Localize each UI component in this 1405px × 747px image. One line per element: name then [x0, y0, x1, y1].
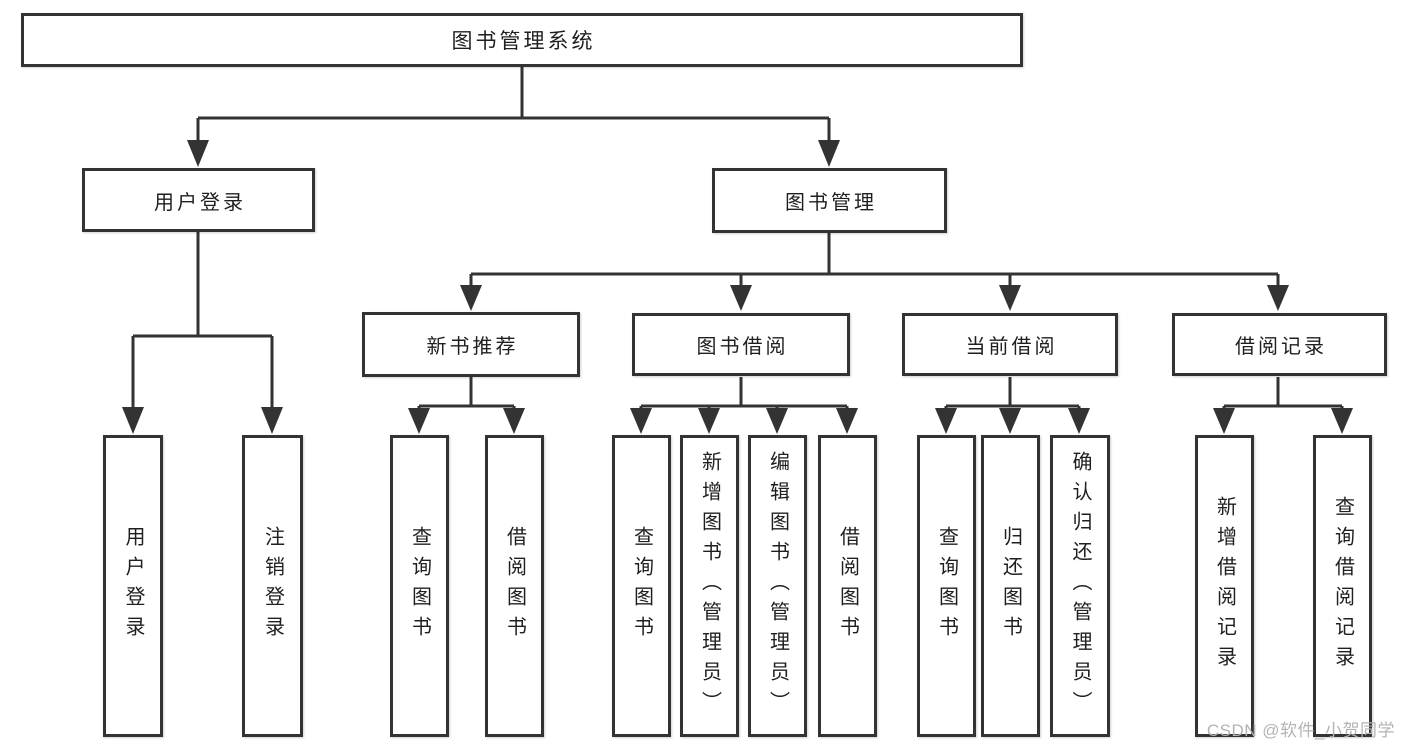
- leaf-label: 编辑图书（管理员）: [766, 451, 789, 721]
- arrowhead: [836, 408, 858, 434]
- leaf-label: 注销登录: [261, 526, 284, 646]
- csdn-watermark: CSDN @软件_小贺同学: [1206, 721, 1395, 740]
- leaf-confirm-return-admin: 确认归还（管理员）: [1050, 435, 1110, 737]
- leaf-label: 查询图书: [630, 526, 653, 646]
- arrowhead: [1331, 408, 1353, 434]
- connector-borrowrecords-to-leaves: [1222, 377, 1344, 412]
- leaf-label: 借阅图书: [836, 526, 859, 646]
- leaf-label: 新增借阅记录: [1213, 496, 1236, 676]
- leaf-query-books-borrow: 查询图书: [612, 435, 671, 737]
- leaf-edit-books-admin: 编辑图书（管理员）: [748, 435, 807, 737]
- leaf-user-login: 用户登录: [103, 435, 163, 737]
- node-current-borrow: 当前借阅: [902, 313, 1118, 376]
- arrowhead: [766, 408, 788, 434]
- leaf-label: 查询图书: [408, 526, 431, 646]
- leaf-logout: 注销登录: [242, 435, 303, 737]
- arrowhead: [698, 408, 720, 434]
- arrowhead: [503, 408, 525, 434]
- leaf-label: 借阅图书: [503, 526, 526, 646]
- connector-root-to-level2: [196, 67, 831, 142]
- connector-bookborrow-to-leaves: [639, 377, 849, 412]
- leaf-label: 确认归还（管理员）: [1069, 451, 1091, 721]
- leaf-label: 用户登录: [122, 526, 144, 646]
- arrowhead: [730, 285, 752, 311]
- arrowhead: [122, 407, 144, 434]
- leaf-return-books: 归还图书: [981, 435, 1040, 737]
- arrowhead: [630, 408, 652, 434]
- arrowhead: [1213, 408, 1235, 434]
- leaf-borrow-books: 借阅图书: [818, 435, 877, 737]
- arrowhead: [999, 285, 1021, 311]
- connector-userlogin-to-leaves: [131, 232, 274, 410]
- connector-bookmgmt-to-level3: [469, 232, 1280, 288]
- leaf-query-books-current: 查询图书: [917, 435, 976, 737]
- leaf-add-borrow-record: 新增借阅记录: [1195, 435, 1254, 737]
- arrowhead: [460, 285, 482, 311]
- connector-currentborrow-to-leaves: [944, 377, 1081, 412]
- node-new-book-recommend: 新书推荐: [362, 312, 580, 377]
- node-borrow-records: 借阅记录: [1172, 313, 1387, 376]
- arrowhead: [261, 407, 283, 434]
- leaf-query-borrow-record: 查询借阅记录: [1313, 435, 1372, 737]
- leaf-label: 新增图书（管理员）: [698, 451, 721, 721]
- leaf-add-books-admin: 新增图书（管理员）: [680, 435, 739, 737]
- leaf-borrow-books-newbook: 借阅图书: [485, 435, 544, 737]
- arrowhead: [818, 140, 840, 167]
- node-user-login: 用户登录: [82, 168, 315, 232]
- leaf-label: 查询图书: [935, 526, 958, 646]
- leaf-label: 查询借阅记录: [1331, 496, 1354, 676]
- connector-newbook-to-leaves: [417, 377, 516, 412]
- arrowhead: [1267, 285, 1289, 311]
- leaf-query-books-newbook: 查询图书: [390, 435, 449, 737]
- arrowhead: [1068, 408, 1090, 434]
- node-root-system: 图书管理系统: [21, 13, 1023, 67]
- arrowhead: [935, 408, 957, 434]
- node-book-borrow: 图书借阅: [632, 313, 850, 376]
- arrowhead: [408, 408, 430, 434]
- leaf-label: 归还图书: [999, 526, 1022, 646]
- node-book-management: 图书管理: [712, 168, 947, 233]
- arrowhead: [187, 140, 209, 167]
- arrowhead: [999, 408, 1021, 434]
